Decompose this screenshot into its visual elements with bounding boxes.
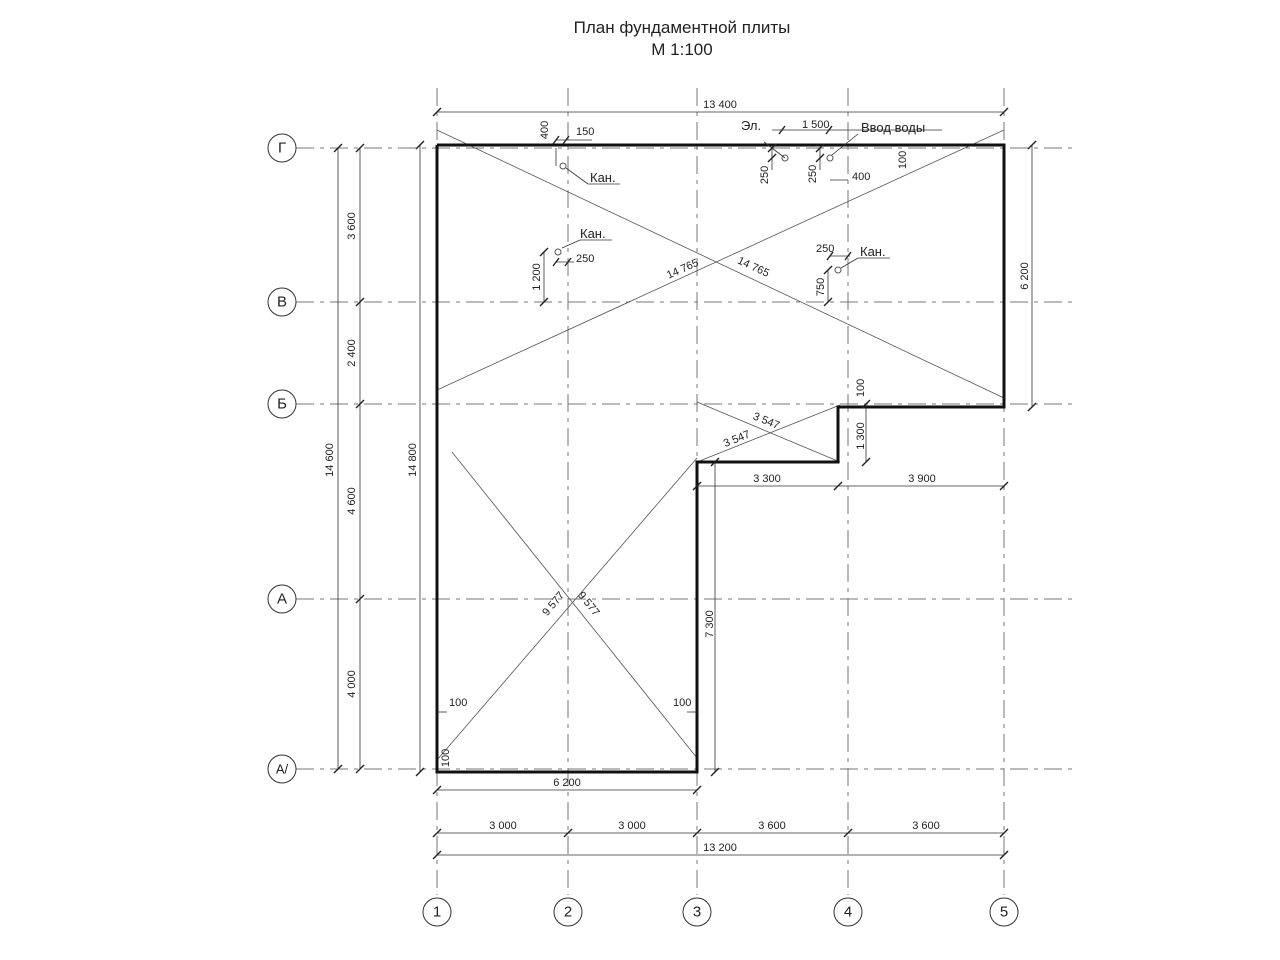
dim-3600-a: 3 600: [758, 820, 786, 832]
dim-9577-b: 9 577: [575, 590, 602, 619]
axis-bubble-b: Б: [267, 389, 297, 419]
slab-outline: [435, 143, 1006, 774]
dim-100-left-corner: 100: [449, 697, 467, 709]
dim-150: 150: [576, 126, 594, 138]
dim-400-top: 400: [539, 121, 551, 139]
dim-3600-left: 3 600: [346, 212, 358, 240]
dim-250-kan3: 250: [816, 243, 834, 255]
label-water-inlet: Ввод воды: [861, 120, 925, 135]
dim-6200-bottom: 6 200: [553, 777, 581, 789]
dim-14765-a: 14 765: [665, 257, 701, 282]
svg-text:3: 3: [693, 904, 701, 921]
dim-3547-b: 3 547: [722, 428, 752, 449]
axis-bubble-3: 3: [682, 897, 712, 927]
plan-title: План фундаментной плиты: [574, 18, 791, 37]
axis-bubble-g: Г: [267, 133, 297, 163]
dim-3300: 3 300: [753, 473, 781, 485]
axis-bubble-4: 4: [833, 897, 863, 927]
dim-100-water: 100: [897, 151, 909, 169]
dim-250-el: 250: [759, 166, 771, 184]
dim-100-notch: 100: [855, 379, 867, 397]
dim-7300: 7 300: [704, 610, 716, 638]
dim-6200-right: 6 200: [1019, 262, 1031, 290]
dim-14800-left: 14 800: [407, 443, 419, 477]
svg-text:1: 1: [433, 904, 441, 921]
dim-4000-left: 4 000: [346, 670, 358, 698]
sewer-inlet-2: [554, 248, 562, 256]
diagonal-mid-2: [696, 404, 841, 463]
sewer-inlet-3: [834, 266, 842, 274]
axis-bubble-a: А: [267, 584, 297, 614]
diagonal-top-1: [436, 129, 1005, 399]
label-kan-3: Кан.: [860, 244, 886, 259]
label-kan-1: Кан.: [590, 170, 616, 185]
axis-bubble-5: 5: [989, 897, 1019, 927]
dim-1200: 1 200: [531, 263, 543, 291]
plan-scale: М 1:100: [651, 40, 712, 59]
label-kan-2: Кан.: [580, 226, 606, 241]
dim-250-kan2: 250: [576, 253, 594, 265]
axis-bubble-a-prime: А/: [267, 754, 297, 784]
dim-3600-b: 3 600: [912, 820, 940, 832]
dim-100-bottom-corner: 100: [440, 749, 452, 767]
svg-text:А/: А/: [276, 762, 289, 777]
diagonal-bottom-2: [436, 457, 698, 761]
svg-text:5: 5: [1000, 904, 1008, 921]
dim-14765-b: 14 765: [735, 255, 771, 280]
diagonal-top-2: [436, 129, 1005, 391]
svg-text:А: А: [277, 591, 287, 608]
dim-400-water: 400: [852, 171, 870, 183]
dim-9577-a: 9 577: [540, 590, 567, 619]
svg-text:2: 2: [564, 904, 572, 921]
dim-100-right-corner: 100: [673, 697, 691, 709]
dim-bottom-total: 13 200: [703, 842, 737, 854]
dim-750: 750: [815, 278, 827, 296]
svg-text:Г: Г: [278, 140, 286, 157]
dim-3000-a: 3 000: [489, 820, 517, 832]
dim-4600-left: 4 600: [346, 487, 358, 515]
svg-text:Б: Б: [277, 396, 287, 413]
axis-bubble-1: 1: [422, 897, 452, 927]
svg-text:В: В: [277, 294, 287, 311]
dim-14600-left: 14 600: [324, 443, 336, 477]
dim-2400-left: 2 400: [346, 339, 358, 367]
axis-bubble-2: 2: [553, 897, 583, 927]
dim-3547-a: 3 547: [751, 410, 781, 431]
axis-bubble-v: В: [267, 287, 297, 317]
sewer-inlet-1: [559, 162, 567, 170]
diagonal-mid-1: [696, 401, 841, 463]
water-inlet: [826, 154, 834, 162]
diagonal-bottom-1: [451, 451, 698, 759]
dim-1500: 1 500: [802, 119, 830, 131]
dim-250-water: 250: [807, 165, 819, 183]
dim-3000-b: 3 000: [618, 820, 646, 832]
label-electric: Эл.: [741, 118, 761, 133]
dim-top-total: 13 400: [703, 99, 737, 111]
dim-3900: 3 900: [908, 473, 936, 485]
dim-1300: 1 300: [855, 422, 867, 450]
svg-text:4: 4: [844, 904, 852, 921]
